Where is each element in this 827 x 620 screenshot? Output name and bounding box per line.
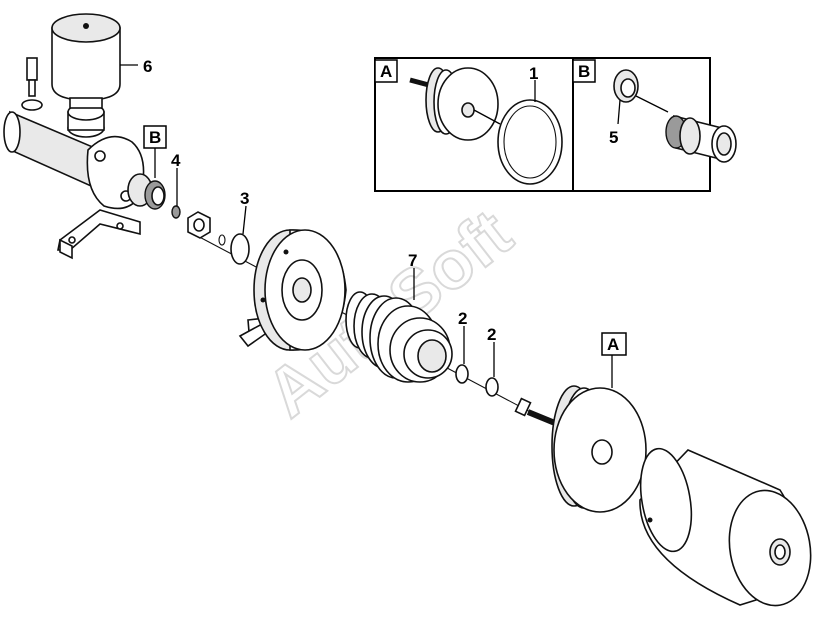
- callout-2b: 2: [487, 325, 496, 344]
- tag-a-main: [601, 332, 627, 356]
- part-2-ring-b: [485, 377, 499, 397]
- detail-box-b: B 5: [572, 57, 737, 192]
- piston-assembly: [514, 385, 647, 513]
- callout-7: 7: [408, 251, 417, 270]
- master-cylinder-assembly: [3, 13, 166, 260]
- part-3-ring: [230, 233, 250, 265]
- callout-3: 3: [240, 189, 249, 208]
- part-4-seal: [171, 205, 181, 219]
- mounting-bracket: [57, 209, 141, 251]
- callout-1: 1: [529, 64, 538, 83]
- callout-5: 5: [609, 128, 618, 147]
- tag-b-main-label: B: [149, 128, 161, 147]
- part-7-return-spring: [345, 291, 453, 383]
- callout-4: 4: [171, 151, 181, 170]
- tag-a-main-label: A: [607, 335, 619, 354]
- bleed-nipple: [26, 57, 38, 81]
- front-housing: [238, 229, 347, 351]
- callout-6: 6: [143, 57, 152, 76]
- callout-2a: 2: [458, 309, 467, 328]
- detail-a-label: A: [380, 62, 392, 81]
- detail-box-a: A 1: [374, 57, 574, 192]
- detail-b-label: B: [578, 62, 590, 81]
- part-1-seal: [497, 99, 563, 185]
- booster-canister: [639, 447, 812, 607]
- part-2-ring-a: [455, 364, 469, 384]
